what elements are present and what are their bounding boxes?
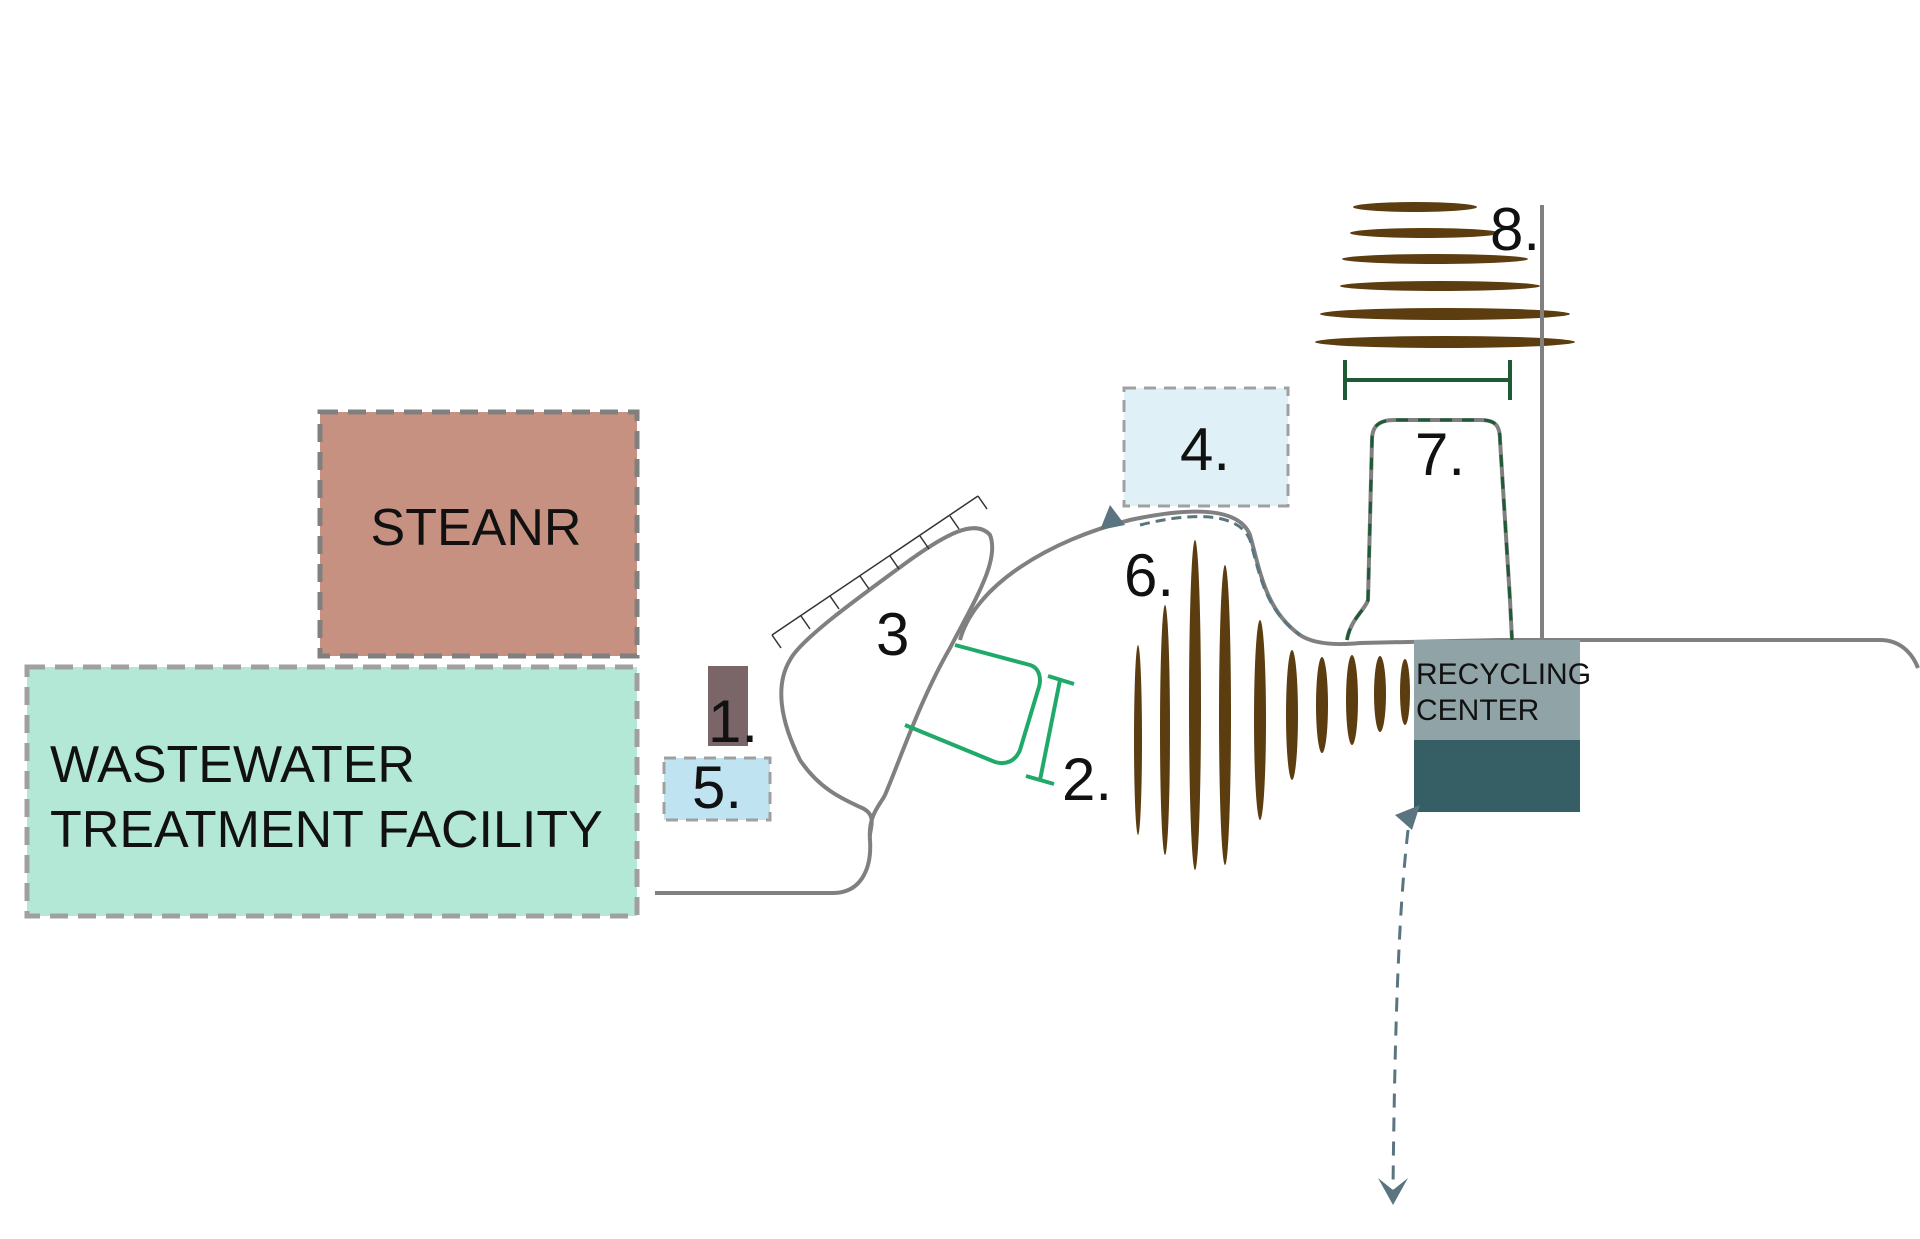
recycling-label-line1: RECYCLING (1416, 658, 1591, 691)
marker-5-label: 5. (692, 754, 742, 821)
wastewater-label-line2: TREATMENT FACILITY (50, 801, 603, 859)
marker-7-bracket (1343, 360, 1512, 400)
marker-2-structure (904, 643, 1075, 786)
planting-vertical (1134, 540, 1410, 870)
planting-horizontal (1315, 202, 1575, 348)
marker-6-label: 6. (1124, 542, 1174, 609)
steanr-label: STEANR (371, 499, 582, 557)
marker-4-label: 4. (1180, 416, 1230, 483)
recycling-center: RECYCLING CENTER (1414, 640, 1591, 812)
hill-arrow (1100, 505, 1125, 530)
marker-4-box (1122, 386, 1290, 508)
steanr-zone: STEANR (317, 409, 640, 659)
marker-7-outline-dash (1345, 418, 1514, 641)
recycling-label-line2: CENTER (1416, 694, 1539, 727)
marker-7-label: 7. (1415, 421, 1465, 488)
recycling-arrow (1378, 805, 1420, 1205)
marker-2-label: 2. (1062, 746, 1112, 813)
marker-1-label: 1. (708, 688, 758, 755)
marker-1-swatch (708, 666, 748, 746)
bleacher-ticks (771, 495, 988, 649)
wastewater-label-line1: WASTEWATER (50, 736, 415, 794)
marker-8-label: 8. (1490, 196, 1540, 263)
marker-3-label: 3 (876, 601, 909, 668)
marker-5-box (662, 756, 772, 822)
wastewater-zone: WASTEWATER TREATMENT FACILITY (24, 664, 640, 919)
hill-path-blue (1139, 515, 1301, 637)
